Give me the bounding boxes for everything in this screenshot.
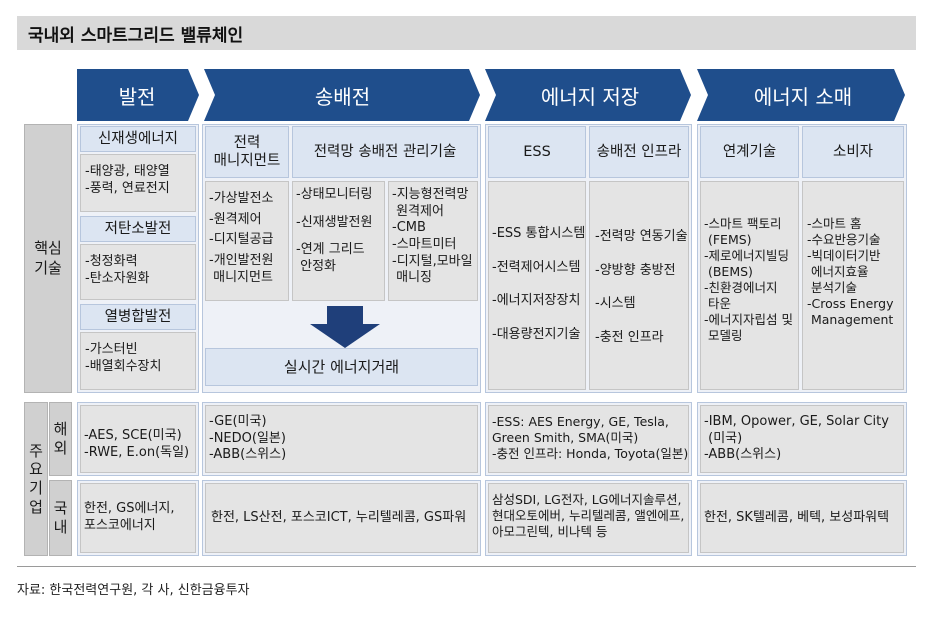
realtime-trading: 실시간 에너지거래 [205, 348, 478, 386]
stage-label-generation: 발전 [118, 84, 156, 109]
page-title: 국내외 스마트그리드 밸류체인 [28, 26, 244, 46]
grid-monitoring-items: -상태모니터링 -신재생발전원 -연계 그리드 안정화 [292, 181, 385, 301]
power-mgmt-items: -가상발전소 -원격제어 -디지털공급 -개인발전원 매니지먼트 [205, 181, 289, 301]
chp-items: -가스터빈 -배열회수장치 [80, 332, 196, 390]
chevron-storage [485, 69, 691, 121]
consumer-header: 소비자 [802, 126, 904, 178]
ess-header: ESS [488, 126, 586, 178]
link-tech-items: -스마트 팩토리 (FEMS) -제로에너지빌딩 (BEMS) -친환경에너지 … [700, 181, 799, 390]
renewable-items: -태양광, 태양열 -풍력, 연료전지 [80, 154, 196, 212]
chevron-retail [697, 69, 905, 121]
power-mgmt-header: 전력 매니지먼트 [205, 126, 289, 178]
stage-chevrons [77, 69, 905, 121]
down-arrow-icon [310, 306, 380, 348]
chevron-transmission [204, 69, 480, 121]
domestic-label: 국 내 [49, 480, 72, 556]
infra-header: 송배전 인프라 [589, 126, 689, 178]
infra-items: -전력망 연동기술 -양방향 충방전 -시스템 -충전 인프라 [589, 181, 689, 390]
overseas-storage: -ESS: AES Energy, GE, Tesla, Green Smith… [488, 405, 689, 473]
domestic-generation: 한전, GS에너지, 포스코에너지 [80, 483, 196, 553]
domestic-transmission: 한전, LS산전, 포스코ICT, 누리텔레콤, GS파워 [205, 483, 478, 553]
renewable-header: 신재생에너지 [80, 126, 196, 152]
grid-mgmt-header: 전력망 송배전 관리기술 [292, 126, 478, 178]
core-tech-label: 핵심 기술 [24, 124, 72, 393]
ess-items: -ESS 통합시스템 -전력제어시스템 -에너지저장장치 -대용량전지기술 [488, 181, 586, 390]
chp-header: 열병합발전 [80, 304, 196, 330]
divider [17, 566, 916, 567]
domestic-storage: 삼성SDI, LG전자, LG에너지솔루션, 현대오토에버, 누리텔레콤, 앨엔… [488, 483, 689, 553]
companies-label: 주 요 기 업 [24, 402, 48, 556]
domestic-retail: 한전, SK텔레콤, 베텍, 보성파워텍 [700, 483, 904, 553]
stage-label-transmission: 송배전 [314, 84, 371, 109]
source-note: 자료: 한국전력연구원, 각 사, 신한금융투자 [17, 583, 250, 598]
overseas-retail: -IBM, Opower, GE, Solar City (미국) -ABB(스… [700, 405, 904, 473]
low-carbon-items: -청정화력 -탄소자원화 [80, 244, 196, 300]
overseas-generation: -AES, SCE(미국) -RWE, E.on(독일) [80, 405, 196, 473]
link-tech-header: 연계기술 [700, 126, 799, 178]
stage-label-storage: 에너지 저장 [540, 84, 640, 109]
title-bar [17, 16, 916, 50]
overseas-transmission: -GE(미국) -NEDO(일본) -ABB(스위스) [205, 405, 478, 473]
chevron-generation [77, 69, 199, 121]
low-carbon-header: 저탄소발전 [80, 216, 196, 242]
stage-label-retail: 에너지 소매 [753, 84, 853, 109]
smart-grid-items: -지능형전력망 원격제어 -CMB -스마트미터 -디지털,모바일 매니징 [388, 181, 478, 301]
overseas-label: 해 외 [49, 402, 72, 476]
consumer-items: -스마트 홈 -수요반응기술 -빅데이터기반 에너지효율 분석기술 -Cross… [802, 181, 904, 390]
